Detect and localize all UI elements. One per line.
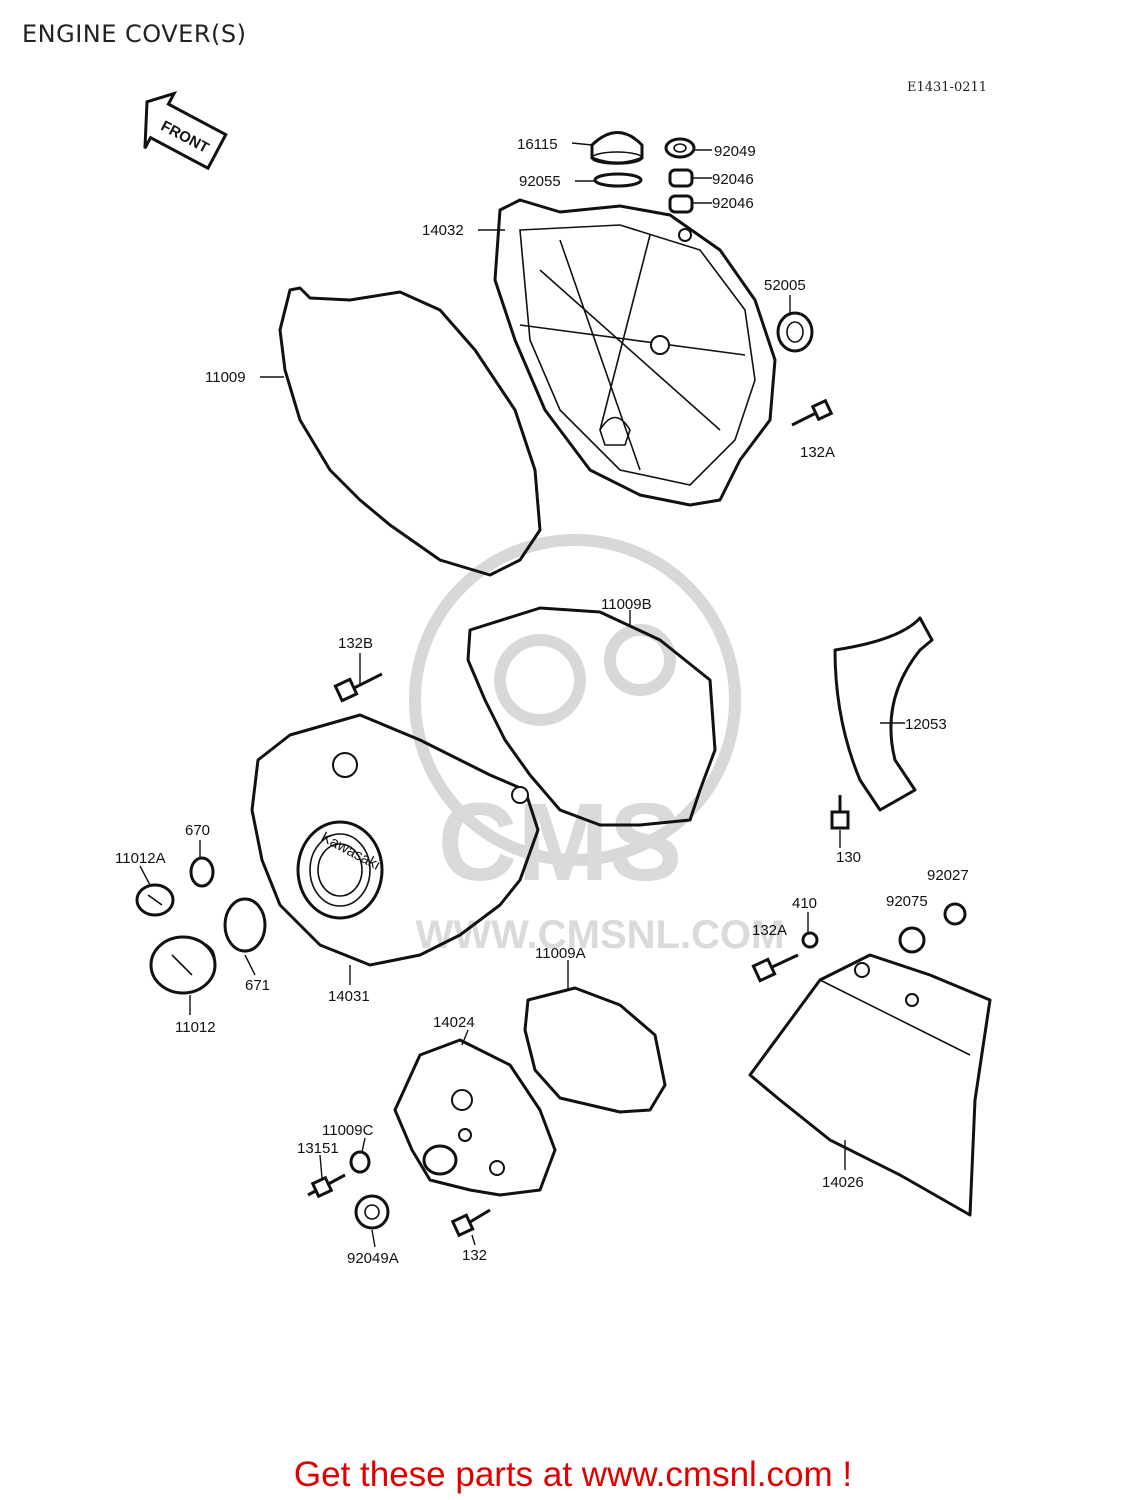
part-14032-clutch-cover xyxy=(493,198,777,507)
label-16115: 16115 xyxy=(517,136,558,153)
label-92055: 92055 xyxy=(519,173,561,190)
label-14031: 14031 xyxy=(328,988,370,1005)
diagram-code: E1431-0211 xyxy=(907,80,988,95)
label-11009: 11009 xyxy=(205,369,246,386)
watermark: CMS WWW.CMSNL.COM xyxy=(409,534,785,957)
part-labels: 16115 92049 92055 92046 92046 14032 5200… xyxy=(115,136,969,1267)
part-132A-bolt-upper xyxy=(791,398,834,427)
label-410: 410 xyxy=(792,895,817,912)
front-arrow-shape xyxy=(143,91,228,171)
label-130: 130 xyxy=(836,849,861,866)
part-11012-plug xyxy=(149,935,217,995)
part-92027-collar xyxy=(943,902,967,926)
label-132A-upper: 132A xyxy=(800,444,835,461)
label-11009B: 11009B xyxy=(601,596,652,613)
part-92049-seal xyxy=(664,137,696,159)
part-132B-bolt xyxy=(333,672,383,703)
part-92055-oring xyxy=(593,172,643,188)
part-132-bolt xyxy=(450,1208,491,1238)
label-671: 671 xyxy=(245,977,270,994)
label-14032: 14032 xyxy=(422,222,464,239)
part-670-oring xyxy=(189,856,215,888)
label-132: 132 xyxy=(462,1247,487,1264)
part-92049A-seal xyxy=(354,1194,390,1230)
part-16115-cap xyxy=(590,131,644,165)
label-11009A: 11009A xyxy=(535,945,586,962)
label-52005: 52005 xyxy=(764,277,806,294)
part-14026-sprocket-cover xyxy=(748,953,992,1217)
part-52005-oil-seal xyxy=(776,311,814,353)
label-132A-lower: 132A xyxy=(752,922,787,939)
part-92075-collar xyxy=(898,926,926,954)
part-11012A-plug xyxy=(135,883,175,917)
watermark-mascot-circle xyxy=(409,534,741,866)
leader-lines xyxy=(139,142,905,1248)
part-410-washer xyxy=(801,931,819,949)
watermark-brand: CMS xyxy=(438,781,682,904)
part-12053-guard xyxy=(833,616,934,812)
label-92049: 92049 xyxy=(714,143,756,160)
get-parts-link[interactable]: Get these parts at www.cmsnl.com ! xyxy=(293,1455,853,1494)
part-13151-fitting xyxy=(307,1173,346,1199)
label-132B: 132B xyxy=(338,635,373,652)
part-130-bolt xyxy=(830,795,850,830)
label-92046-a: 92046 xyxy=(712,171,754,188)
part-11009A-gasket xyxy=(523,986,667,1114)
watermark-mascot-eye xyxy=(494,634,586,726)
label-11009C: 11009C xyxy=(322,1122,374,1139)
label-11012A: 11012A xyxy=(115,850,166,867)
page-title: ENGINE COVER(S) xyxy=(22,20,247,48)
label-92046-b: 92046 xyxy=(712,195,754,212)
label-92049A: 92049A xyxy=(347,1250,399,1267)
part-671-oring xyxy=(223,897,267,953)
label-92027: 92027 xyxy=(927,867,969,884)
label-14024: 14024 xyxy=(433,1014,475,1031)
part-11009B-gasket xyxy=(466,606,717,827)
part-11009-gasket xyxy=(278,286,542,577)
part-132A-bolt-lower xyxy=(751,953,799,983)
watermark-url: WWW.CMSNL.COM xyxy=(416,913,785,957)
label-11012: 11012 xyxy=(175,1019,216,1036)
label-670: 670 xyxy=(185,822,210,839)
part-14024-pump-cover xyxy=(393,1038,557,1197)
label-12053: 12053 xyxy=(905,716,947,733)
label-92075: 92075 xyxy=(886,893,928,910)
front-arrow: FRONT xyxy=(143,91,228,171)
label-14026: 14026 xyxy=(822,1174,864,1191)
label-13151: 13151 xyxy=(297,1140,339,1157)
part-11009C-oring xyxy=(349,1150,371,1174)
part-92046-bearings xyxy=(668,168,694,214)
